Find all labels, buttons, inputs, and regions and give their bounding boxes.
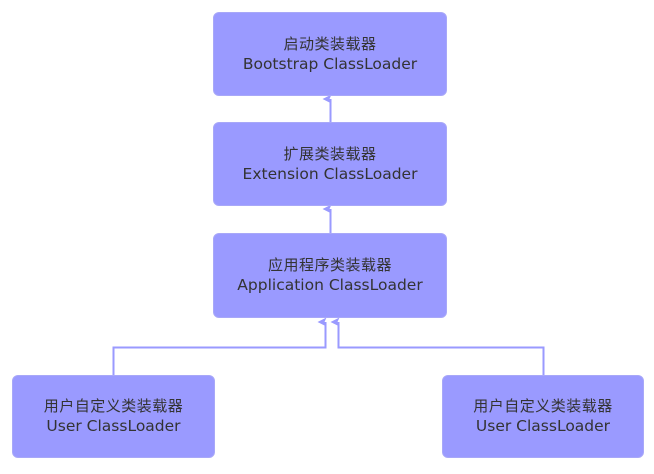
node-bootstrap-label-cn: 启动类装载器 <box>283 34 377 53</box>
edge-user-left-to-application <box>112 317 327 375</box>
node-user-left-label-cn: 用户自定义类装载器 <box>43 397 184 416</box>
node-application-label-en: Application ClassLoader <box>237 276 423 295</box>
node-user-right-label-en: User ClassLoader <box>475 417 611 436</box>
node-user-right-label-cn: 用户自定义类装载器 <box>473 397 613 416</box>
node-user-classloader-right[interactable]: 用户自定义类装载器 User ClassLoader <box>442 375 644 458</box>
node-user-classloader-left[interactable]: 用户自定义类装载器 User ClassLoader <box>12 375 215 458</box>
node-bootstrap-label-en: Bootstrap ClassLoader <box>242 54 418 73</box>
node-user-left-label-en: User ClassLoader <box>46 417 181 436</box>
node-extension-label-en: Extension ClassLoader <box>242 164 418 183</box>
node-application-classloader[interactable]: 应用程序类装载器 Application ClassLoader <box>213 233 447 318</box>
node-extension-label-cn: 扩展类装载器 <box>283 144 377 163</box>
node-extension-classloader[interactable]: 扩展类装载器 Extension ClassLoader <box>213 122 447 206</box>
edge-user-right-to-application <box>330 317 545 375</box>
node-application-label-cn: 应用程序类装载器 <box>267 256 392 275</box>
node-bootstrap-classloader[interactable]: 启动类装载器 Bootstrap ClassLoader <box>213 12 447 96</box>
